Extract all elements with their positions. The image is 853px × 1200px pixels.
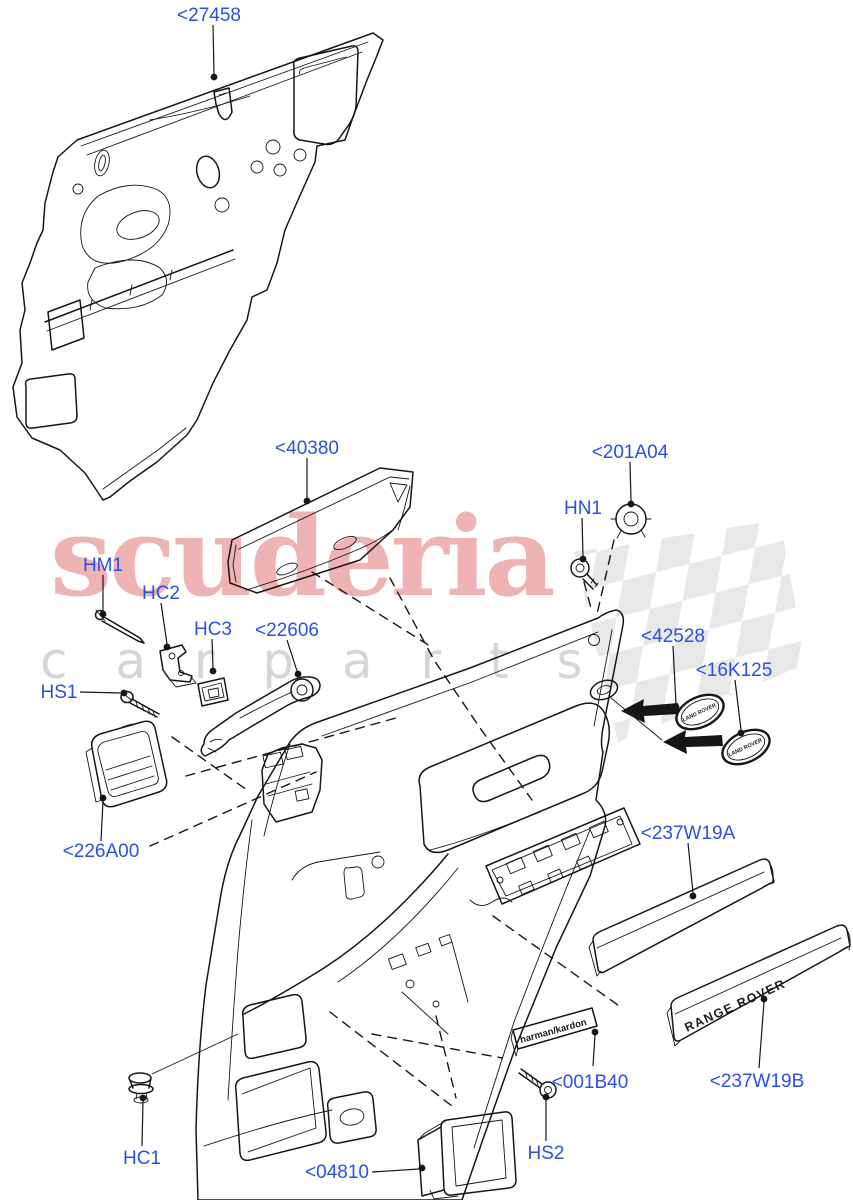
part-drawing-226A00-handle-bezel [85, 720, 168, 808]
part-label-HS1[interactable]: HS1 [41, 682, 78, 703]
part-label-40380[interactable]: <40380 [275, 438, 339, 459]
part-label-HN1[interactable]: HN1 [564, 498, 602, 519]
part-drawing-door-trim-panel [195, 609, 663, 1200]
part-drawing-HC2-bracket [159, 644, 197, 688]
part-label-201A04[interactable]: <201A04 [592, 442, 669, 463]
part-drawing-HC3-clip [197, 677, 229, 707]
part-label-42528[interactable]: <42528 [641, 626, 705, 647]
part-drawing-237W19B-range-rover-strip: RANGE ROVER [666, 924, 851, 1047]
part-label-27458[interactable]: <27458 [177, 5, 241, 26]
part-label-237W19B[interactable]: <237W19B [710, 1071, 805, 1092]
part-drawing-HC1-clip [128, 1033, 239, 1104]
part-drawing-16K125-badge: LAND ROVER [663, 728, 771, 766]
watermark-brand-text: scuderia [50, 492, 556, 621]
part-drawing-HS1-screw [120, 690, 160, 718]
left-arrow-icon [663, 730, 723, 754]
part-drawing-40380-armrest [227, 467, 414, 594]
part-label-001B40[interactable]: <001B40 [552, 1072, 629, 1093]
part-drawing-201A04-grommet [610, 503, 652, 539]
part-label-HC2[interactable]: HC2 [142, 583, 180, 604]
part-drawing-27458-insulation-panel [12, 32, 384, 501]
checkered-flag-watermark [574, 520, 806, 742]
part-drawing-22606-door-handle [200, 676, 321, 757]
part-label-HC3[interactable]: HC3 [194, 619, 232, 640]
part-label-226A00[interactable]: <226A00 [63, 841, 140, 862]
part-label-HM1[interactable]: HM1 [83, 555, 123, 576]
part-label-16K125[interactable]: <16K125 [696, 660, 773, 681]
part-drawing-42528-badge: LAND ROVER [621, 693, 725, 731]
part-label-237W19A[interactable]: <237W19A [641, 823, 736, 844]
label-leader-lines [79, 24, 768, 1173]
strip-text-range-rover: RANGE ROVER [682, 977, 788, 1035]
assembly-dashed-lines [149, 539, 623, 1107]
part-drawing-001B40-speaker-badge: harman/kardon [510, 1007, 598, 1057]
part-drawing-HM1-pin [94, 609, 145, 644]
part-label-HC1[interactable]: HC1 [123, 1148, 161, 1169]
part-drawing-HS2-screw [518, 1068, 557, 1099]
part-label-04810[interactable]: <04810 [305, 1162, 369, 1183]
part-labels: <27458 <40380 <201A04 HN1 HM1 HC2 HC3 <2… [41, 5, 805, 1183]
left-arrow-icon [621, 699, 679, 723]
part-drawing-04810-lamp-unit [417, 1111, 517, 1200]
part-drawing-237W19A-trim-strip [588, 858, 775, 977]
part-label-22606[interactable]: <22606 [255, 620, 319, 641]
part-label-HS2[interactable]: HS2 [528, 1143, 565, 1164]
